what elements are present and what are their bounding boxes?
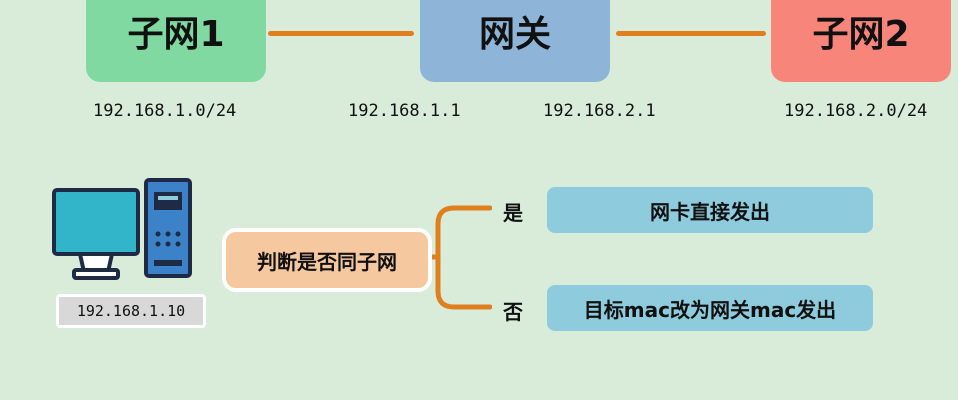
gateway-node: 网关: [420, 0, 610, 82]
subnet1-node: 子网1: [86, 0, 266, 82]
host-ip-tag: 192.168.1.10: [56, 294, 206, 328]
decision-label: 判断是否同子网: [257, 249, 397, 274]
subnet2-node: 子网2: [771, 0, 951, 82]
subnet2-label: 子网2: [812, 14, 910, 55]
yes-action-box: 网卡直接发出: [547, 187, 873, 233]
no-action-box: 目标mac改为网关mac发出: [547, 285, 873, 331]
yes-label: 是: [503, 201, 523, 225]
no-action: 目标mac改为网关mac发出: [583, 297, 837, 322]
decision-box: 判断是否同子网: [222, 228, 432, 292]
computer-icon: [50, 176, 196, 284]
host-ip: 192.168.1.10: [76, 302, 186, 320]
gateway-left-ip: 192.168.1.1: [348, 101, 461, 121]
link-gateway-subnet2: [616, 31, 766, 36]
link-subnet1-gateway: [268, 31, 414, 36]
gateway-label: 网关: [478, 14, 551, 55]
yes-action: 网卡直接发出: [650, 199, 770, 224]
subnet1-label: 子网1: [127, 14, 225, 55]
branch-bracket: [429, 200, 493, 315]
no-label: 否: [503, 300, 523, 324]
subnet2-ip: 192.168.2.0/24: [784, 101, 928, 121]
subnet1-ip: 192.168.1.0/24: [93, 101, 237, 121]
gateway-right-ip: 192.168.2.1: [543, 101, 656, 121]
